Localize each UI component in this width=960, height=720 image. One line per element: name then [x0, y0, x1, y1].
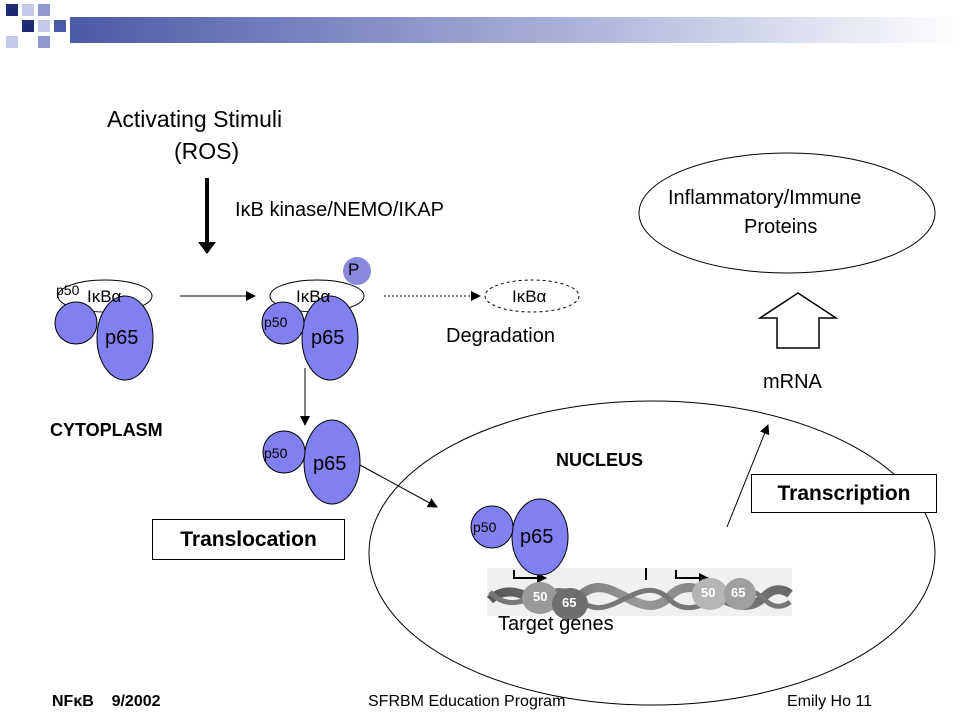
phospho-label: P	[348, 260, 360, 279]
p65-label: p65	[105, 327, 139, 349]
degraded-ikb-label: IκBα	[512, 287, 547, 306]
stimuli-title: Activating Stimuli	[107, 106, 283, 132]
banner-square	[38, 20, 50, 32]
banner-square	[54, 20, 66, 32]
p50-protein	[262, 430, 306, 474]
transcription-arrow	[726, 424, 770, 528]
p65-label: p65	[313, 453, 347, 475]
p50-label: p50	[264, 314, 288, 330]
degradation-label: Degradation	[446, 325, 555, 347]
banner-square	[38, 4, 50, 16]
dna-site-label: 50	[701, 585, 716, 600]
target-genes-label: Target genes	[498, 613, 614, 635]
cytoplasm-label: CYTOPLASM	[50, 420, 163, 440]
banner-square	[6, 4, 18, 16]
p50-label: p50	[473, 519, 497, 535]
header-banner	[6, 4, 960, 48]
proteins-ellipse	[638, 152, 936, 274]
mrna-label: mRNA	[763, 371, 822, 393]
nucleus-boundary	[368, 400, 936, 706]
nucleus-label: NUCLEUS	[556, 450, 644, 470]
footer-left: NFκB 9/2002	[52, 693, 161, 710]
proteins-subtitle: Proteins	[744, 216, 818, 238]
p50-protein	[261, 301, 305, 345]
p50-label: p50	[56, 282, 80, 298]
banner-square	[6, 36, 18, 48]
translocation-box: Translocation	[152, 519, 345, 560]
ikb-alpha-label: IκBα	[296, 287, 331, 306]
dna-site-label: 65	[731, 585, 746, 600]
p65-protein	[511, 498, 569, 576]
degraded-ikb-shape	[484, 279, 580, 313]
p65-label: p65	[311, 327, 345, 349]
dna-site-label: 50	[533, 589, 548, 604]
p65-protein	[301, 295, 359, 381]
p50-protein	[470, 505, 514, 549]
proteins-title: Inflammatory/Immune	[668, 187, 862, 209]
footer-right: Emily Ho 11	[787, 693, 873, 710]
banner-square	[22, 4, 34, 16]
stimuli-subtitle: (ROS)	[174, 138, 240, 164]
banner-gradient-bar	[70, 17, 960, 43]
p65-protein	[303, 419, 361, 505]
p50-label: p50	[264, 445, 288, 461]
p50-protein	[54, 301, 98, 345]
banner-square	[38, 36, 50, 48]
dna-strip	[486, 568, 793, 620]
banner-square	[22, 20, 34, 32]
p65-label: p65	[520, 526, 554, 548]
translation-arrow	[757, 292, 839, 349]
phosphate-marker	[343, 257, 371, 285]
p65-protein	[96, 295, 154, 381]
kinase-label: IκB kinase/NEMO/IKAP	[235, 199, 444, 221]
dna-site-label: 65	[562, 595, 577, 610]
ikb-alpha-label: IκBα	[87, 287, 122, 306]
footer-center: SFRBM Education Program	[368, 693, 566, 710]
transcription-box: Transcription	[751, 474, 937, 513]
